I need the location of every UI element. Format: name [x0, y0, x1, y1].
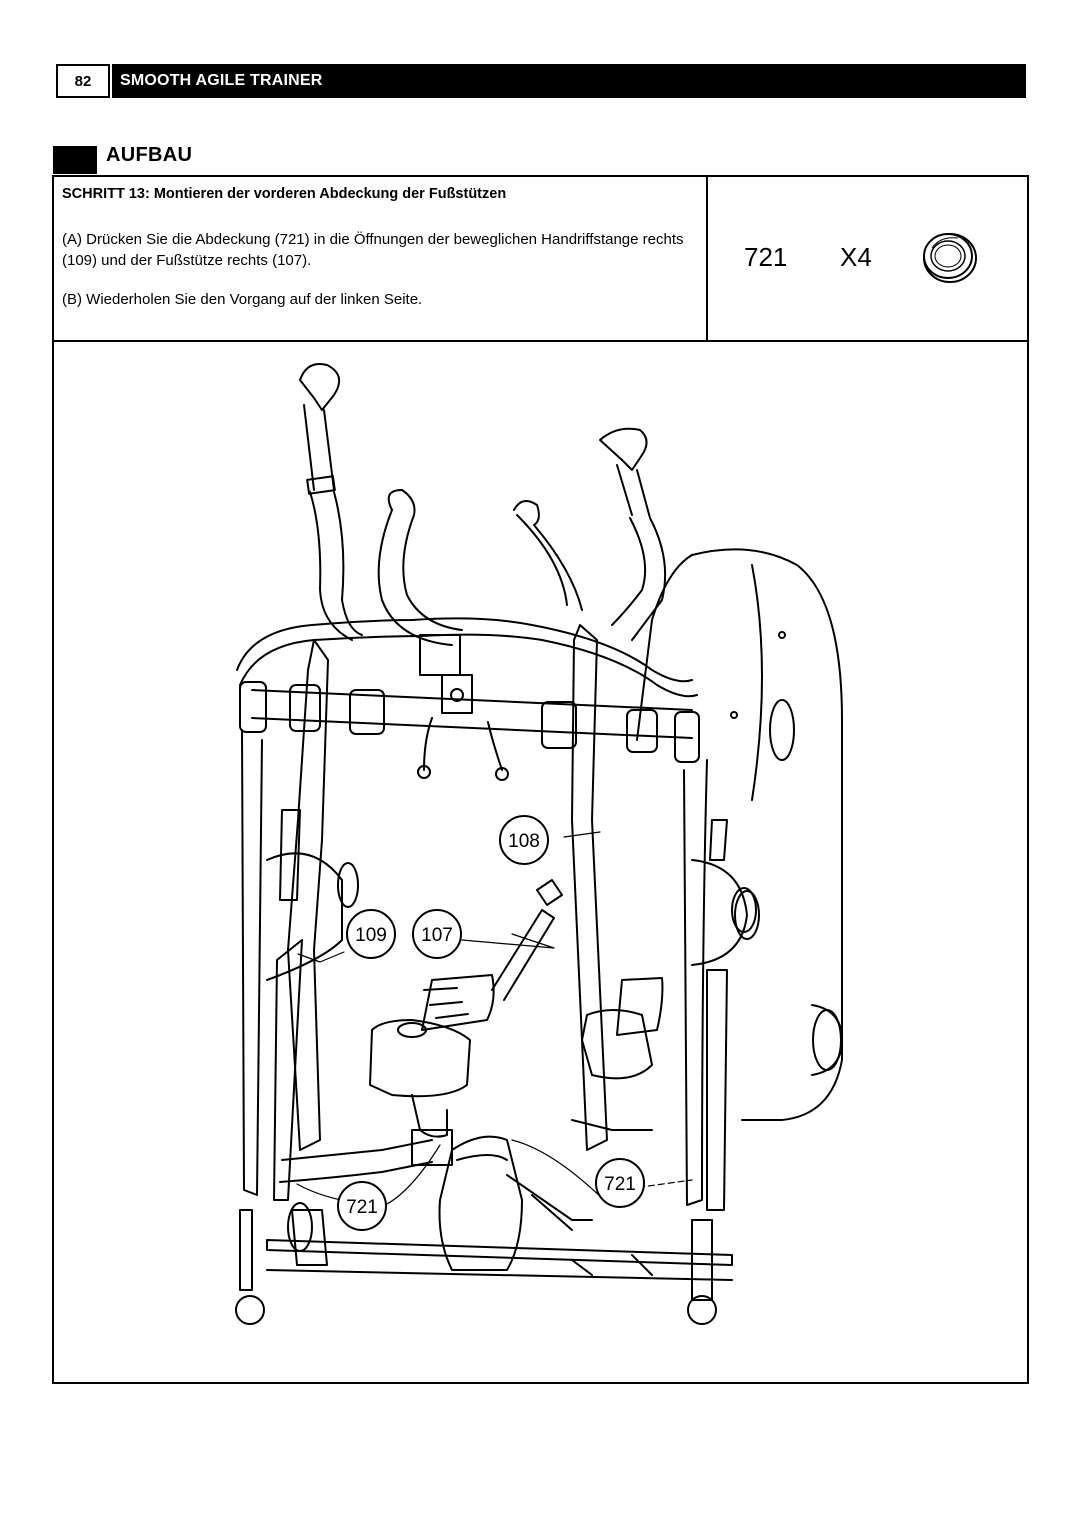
- callout-721-right: 721: [595, 1158, 645, 1208]
- callout-109-label: 109: [355, 925, 387, 946]
- elliptical-trainer-illustration: 108 109 107 721 721: [235, 363, 843, 1325]
- fixed-handlebar: [236, 489, 698, 698]
- step-box-divider: [706, 175, 708, 342]
- front-crossbar: [239, 634, 700, 781]
- callout-leaders: [296, 831, 693, 1205]
- rear-flywheel-housing: [636, 548, 843, 1121]
- callout-107-label: 107: [421, 925, 453, 946]
- callout-108: 108: [499, 815, 549, 865]
- callout-108-label: 108: [508, 831, 540, 852]
- part-number: 721: [744, 242, 788, 272]
- main-frame-rails: [241, 729, 760, 1211]
- part-quantity: X4: [840, 242, 872, 272]
- callout-721-left-label: 721: [346, 1197, 378, 1218]
- pedal-arms: [279, 879, 653, 1183]
- callout-107: 107: [412, 909, 462, 959]
- step-instruction-a: (A) Drücken Sie die Abdeckung (721) in d…: [62, 231, 684, 269]
- illustration-frame: [52, 340, 1029, 1384]
- front-stabilizer: [235, 1135, 733, 1325]
- right-foot-pedal: [581, 977, 664, 1080]
- step-title: SCHRITT 13: Montieren der vorderen Abdec…: [62, 186, 507, 202]
- left-moving-handlebar: [287, 363, 363, 1151]
- section-marker: [53, 146, 97, 174]
- step-instruction-b: (B) Wiederholen Sie den Vorgang auf der …: [62, 291, 423, 308]
- washer-cover-icon: [923, 233, 977, 283]
- right-moving-handlebar: [571, 427, 667, 1151]
- page-number: 82: [56, 64, 110, 98]
- manual-title-bar: SMOOTH AGILE TRAINER: [112, 64, 1026, 98]
- callout-721-right-label: 721: [604, 1174, 636, 1195]
- callout-721-left: 721: [337, 1181, 387, 1231]
- section-title: AUFBAU: [106, 144, 193, 166]
- left-foot-pedal: [369, 974, 495, 1098]
- callout-109: 109: [346, 909, 396, 959]
